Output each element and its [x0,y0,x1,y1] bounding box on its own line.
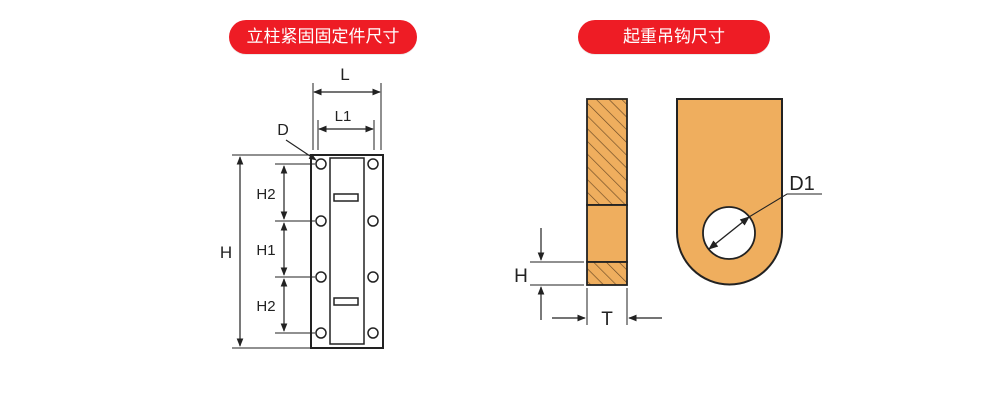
fastener-inner-slot [329,157,365,345]
hook-side-hatched-upper [586,98,628,206]
label-T: T [601,309,613,330]
hook-side-hatched-lower [586,261,628,286]
fastener-holes [315,158,379,339]
label-H2-top: H2 [256,186,275,203]
title-pillar-fastener-dimensions: 立柱紧固固定件尺寸 [229,20,417,54]
fastener-bar-bottom [333,297,359,306]
label-H-hook: H [514,266,528,287]
lifting-hook-diagram: H T D1 [514,98,822,330]
label-H: H [220,243,232,262]
fastener-bar-top [333,193,359,202]
leader-D1 [748,193,822,218]
label-H1: H1 [256,242,275,259]
label-L: L [340,65,349,84]
label-D1: D1 [789,173,815,195]
pillar-fastener-diagram: L L1 D H H2 H1 H2 [220,65,384,349]
leader-D [285,139,317,161]
title-lifting-hook-dimensions: 起重吊钩尺寸 [578,20,770,54]
label-H2-bottom: H2 [256,298,275,315]
hook-side-plain [586,204,628,263]
dim-line-D1 [708,216,750,250]
label-D: D [277,122,289,139]
label-L1: L1 [335,108,352,125]
